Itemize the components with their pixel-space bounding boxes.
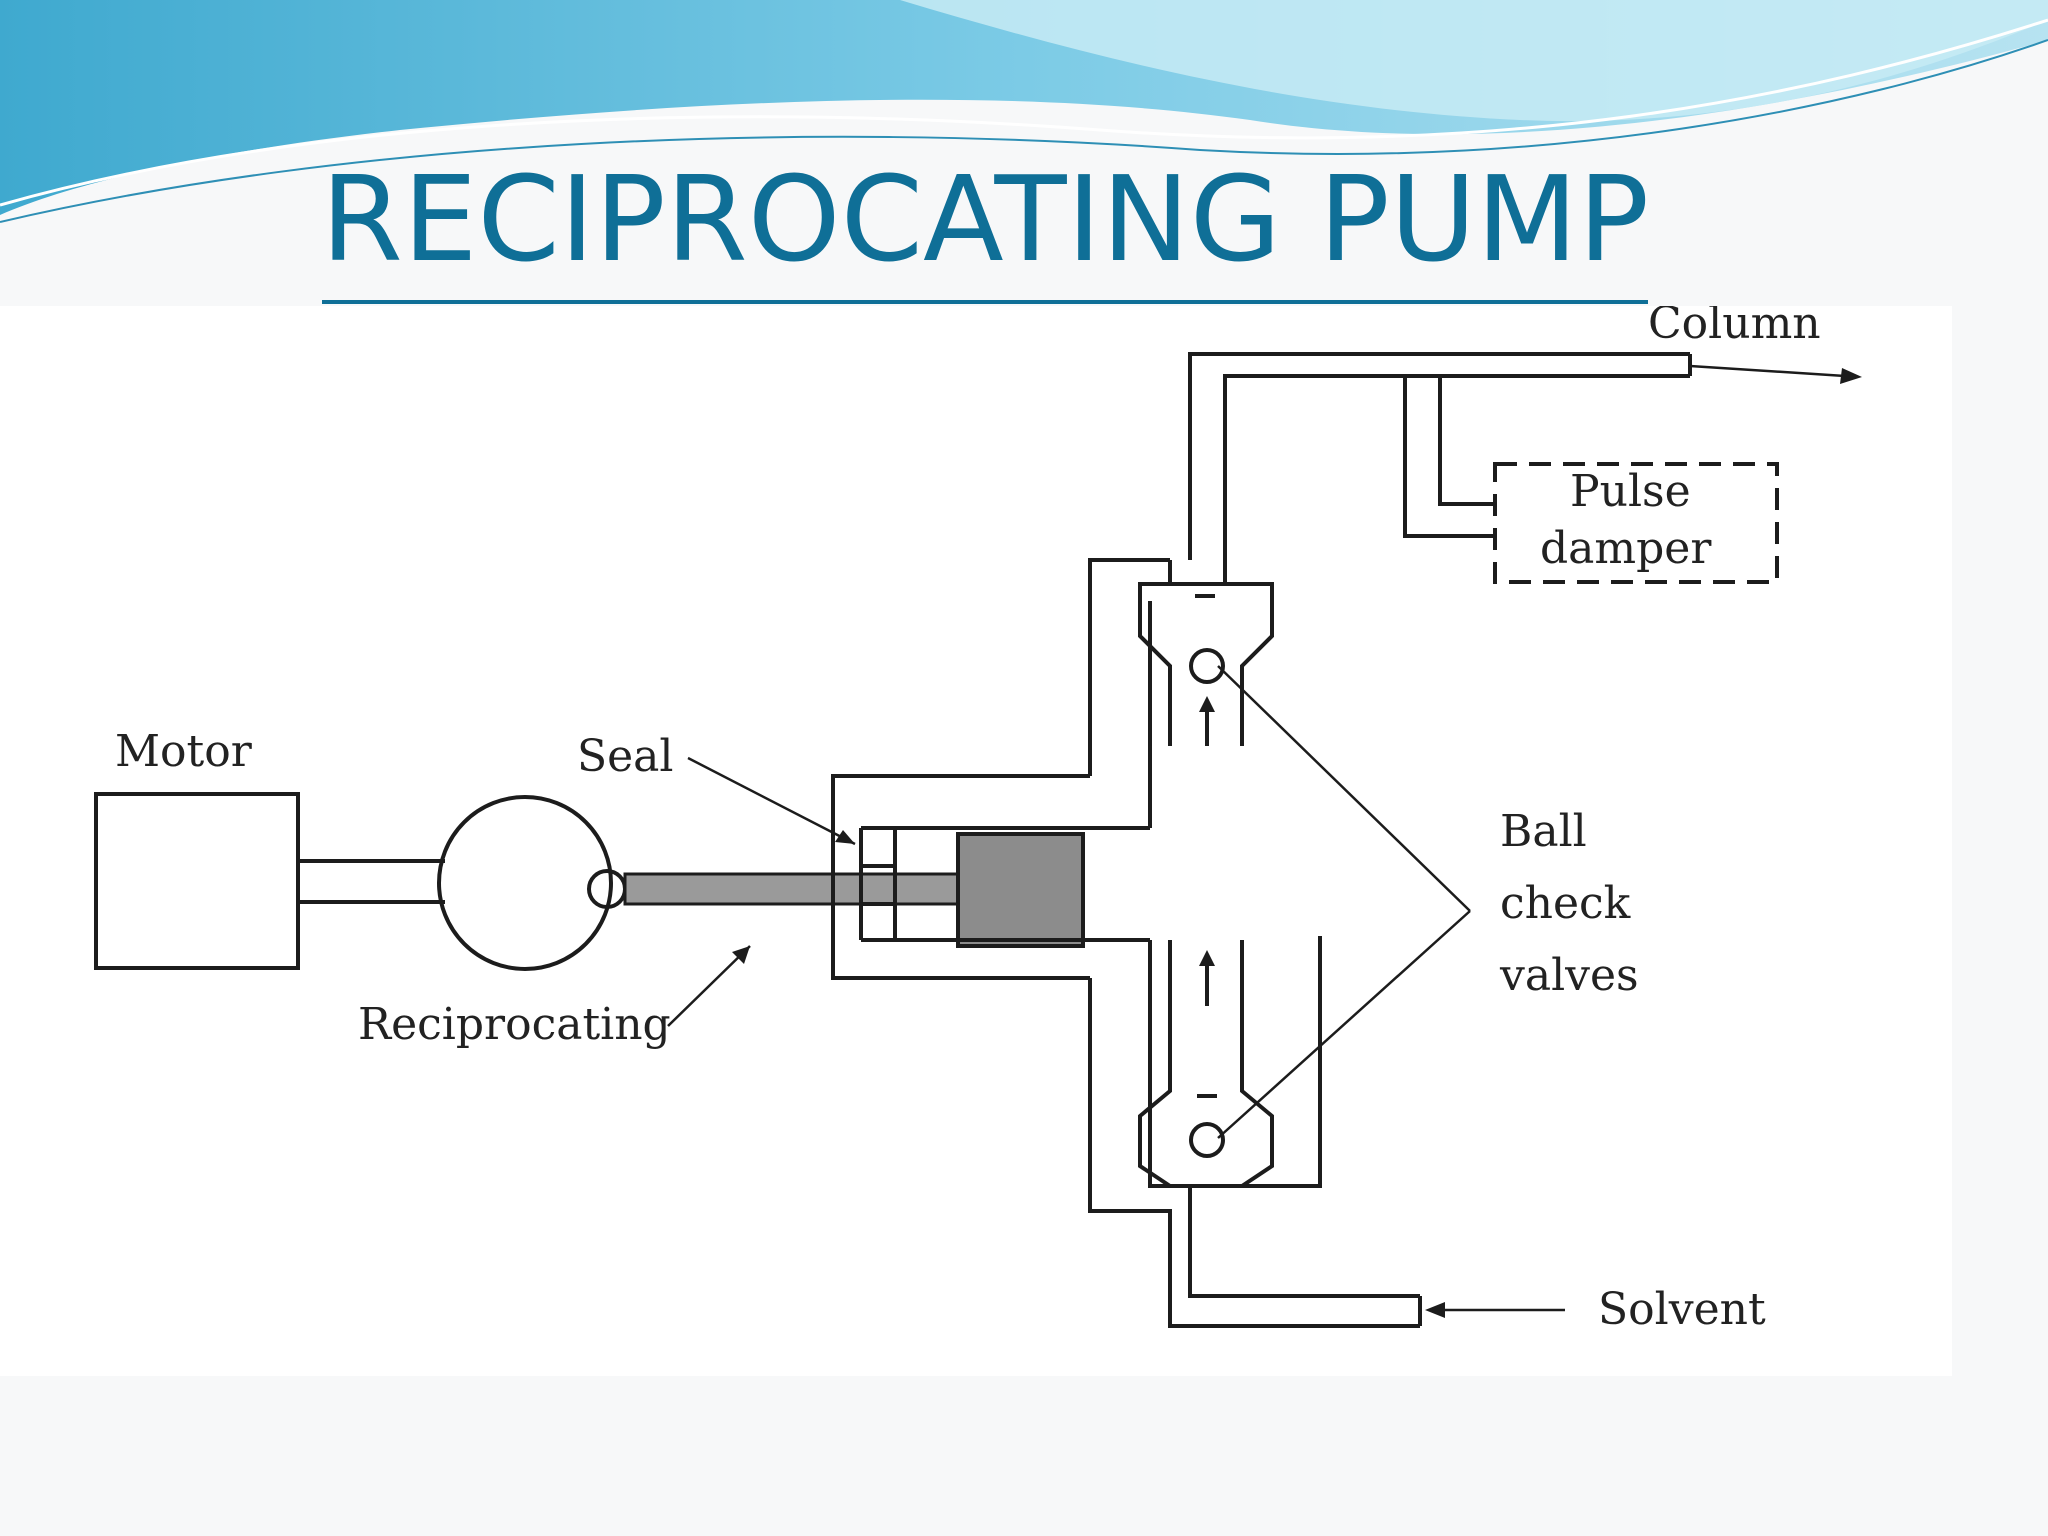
wave-band-light [900, 0, 2048, 122]
label-reciprocating: Reciprocating [358, 999, 671, 1050]
label-seal: Seal [577, 731, 674, 782]
solvent-arrowhead [1425, 1302, 1445, 1318]
title-underline [322, 300, 1648, 304]
header-wave [0, 0, 2048, 223]
label-valves: valves [1499, 950, 1639, 1001]
manifold-outer [1088, 560, 1420, 1328]
pulse-damper-box [1493, 462, 1779, 584]
label-motor: Motor [115, 726, 253, 777]
wave-line-2 [0, 39, 2048, 223]
cam-wheel [437, 795, 613, 971]
lower-flow-arrowhead [1199, 950, 1215, 966]
label-ball: Ball [1500, 806, 1587, 857]
reciprocating-arrow [667, 945, 751, 1027]
upper-flow-arrowhead [1199, 696, 1215, 712]
piston-rod [623, 872, 967, 906]
upper-check-ball [1189, 648, 1225, 684]
seal-arrow [687, 756, 856, 846]
wave-line-1 [0, 18, 2048, 207]
label-column: Column [1648, 306, 1821, 349]
ball-pointer-upper [1217, 665, 1471, 912]
page-title: RECIPROCATING PUMP [320, 150, 1650, 288]
pump-diagram: Motor Seal Reciprocating [0, 306, 1952, 1376]
outlet-pipe [1188, 352, 1690, 584]
manifold-inner-right [1148, 601, 1322, 1188]
lower-check-ball [1189, 1122, 1225, 1158]
label-solvent: Solvent [1598, 1284, 1766, 1335]
label-check: check [1500, 878, 1631, 929]
upper-valve [1138, 560, 1274, 746]
motor-box [94, 792, 300, 970]
damper-branch [1403, 376, 1495, 538]
label-pulse: Pulse [1570, 466, 1691, 517]
reciprocating-arrowhead [732, 946, 750, 964]
piston-head [956, 832, 1085, 948]
column-arrowhead [1840, 368, 1862, 384]
label-damper: damper [1540, 523, 1712, 574]
lower-valve [1138, 940, 1274, 1188]
cylinder-inner [859, 826, 1150, 942]
inlet-pipe [1168, 1186, 1420, 1326]
seal-arrowhead [835, 830, 855, 844]
column-arrow [1689, 364, 1846, 378]
ball-pointer-lower [1217, 910, 1471, 1139]
